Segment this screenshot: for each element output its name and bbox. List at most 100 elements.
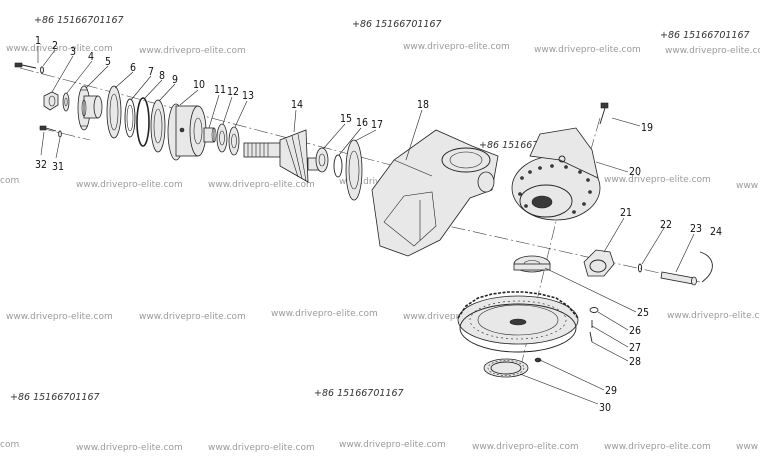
- phone-watermark: +86 15166701167: [34, 15, 124, 26]
- callout-29: 29: [605, 385, 617, 397]
- part-12-bearing: [216, 123, 228, 153]
- callout-17: 17: [371, 119, 383, 131]
- callout-6: 6: [130, 62, 136, 74]
- callout-5: 5: [105, 56, 111, 68]
- callout-numbers: 1 2 3 4 5 6 7 8 9 10 11 12 13 14 15 16 1…: [35, 35, 722, 414]
- callout-31: 31: [52, 161, 64, 173]
- callout-24: 24: [710, 226, 722, 238]
- site-watermark: www.drivepro-elite.com: [6, 312, 113, 322]
- part-9-seal: [150, 99, 166, 153]
- callout-9: 9: [172, 74, 178, 86]
- leader-lines: [37, 46, 695, 405]
- site-watermark: www.drivepro-elite.com: [665, 46, 760, 56]
- callout-30: 30: [599, 402, 611, 414]
- callout-32: 32: [35, 159, 47, 171]
- part-16-snap-ring: [333, 154, 343, 178]
- callout-4: 4: [88, 51, 94, 63]
- site-watermark: www.drivepro-elite.com: [208, 180, 315, 190]
- part-28-pin: [589, 331, 593, 343]
- part-1-bolt: [14, 62, 37, 69]
- site-watermark: www.drivepro-elite.com: [604, 442, 711, 452]
- site-watermark: www.drivepro-elite.com: [139, 46, 246, 56]
- site-watermark: www.drivepro-elite.com: [139, 312, 246, 322]
- part-3-nut: [43, 91, 59, 111]
- pinion-axis-line: [19, 67, 411, 171]
- part-23-cross-shaft: [660, 271, 697, 286]
- part-31-washer: [58, 130, 62, 138]
- callout-18: 18: [417, 99, 429, 111]
- callout-23: 23: [690, 223, 702, 235]
- site-watermark: www.drivepro-elite.com: [472, 442, 579, 452]
- callout-16: 16: [356, 117, 368, 129]
- site-watermark: www.drivepro-elite.com: [76, 443, 183, 453]
- site-watermark: www.drivepro-elite.com: [208, 443, 315, 453]
- part-11-spacer: [203, 127, 217, 143]
- part-8-o-ring: [136, 97, 150, 147]
- callout-26: 26: [629, 325, 641, 337]
- callout-27: 27: [629, 342, 641, 354]
- part-20-differential-case: [511, 127, 601, 221]
- site-watermark: www.drivepro-elite.com: [271, 309, 378, 319]
- callout-12: 12: [227, 86, 239, 98]
- part-21-case-half: [583, 249, 615, 277]
- callout-11: 11: [214, 84, 226, 96]
- part-4-washer: [62, 92, 70, 112]
- callout-28: 28: [629, 356, 641, 368]
- callout-8: 8: [159, 70, 165, 82]
- part-19-bolt: [599, 102, 609, 125]
- site-watermark: www.drivepro-elite.com: [6, 44, 113, 54]
- part-5-flange: [77, 85, 103, 131]
- callout-13: 13: [242, 90, 254, 102]
- site-watermark: com: [0, 440, 20, 450]
- phone-watermark: +86 15166701167: [10, 392, 100, 403]
- part-10-bearing-cage: [167, 103, 207, 161]
- callout-21: 21: [620, 207, 632, 219]
- callout-1: 1: [35, 35, 41, 47]
- callout-19: 19: [641, 122, 653, 134]
- phone-watermark: +86 15166701167: [352, 19, 442, 30]
- site-watermark: www.drivepro-elite.com: [339, 440, 446, 450]
- part-6-dust-seal: [106, 85, 122, 139]
- phone-watermark: +86 15166701167: [660, 30, 750, 41]
- site-watermark: www.drivepro-elite.com: [534, 45, 641, 55]
- phone-watermark: +86 15166701167: [314, 388, 404, 399]
- site-watermark: www.drivepro-elite.com: [76, 180, 183, 190]
- bolt-axis-line: [39, 127, 91, 141]
- part-18-axle-housing: [371, 129, 499, 257]
- site-watermark: www: [736, 181, 759, 191]
- part-26-washer: [589, 307, 599, 313]
- callout-10: 10: [193, 79, 205, 91]
- part-30-bearing: [483, 358, 529, 378]
- part-13-bearing: [228, 126, 240, 156]
- part-25-thrust-washer: [513, 255, 551, 273]
- site-watermark: www.drivepro-elite.com: [403, 42, 510, 52]
- callout-15: 15: [340, 113, 352, 125]
- part-14-drive-pinion: [243, 129, 323, 183]
- part-29-nut: [534, 357, 542, 363]
- callout-14: 14: [291, 99, 303, 111]
- callout-25: 25: [637, 307, 649, 319]
- callout-20: 20: [629, 166, 641, 178]
- differential-axis-line: [519, 204, 561, 371]
- part-32-bolt: [39, 125, 57, 132]
- cross-shaft-axis-line: [429, 221, 701, 283]
- callout-3: 3: [70, 46, 76, 58]
- part-24-lock-pin: [699, 251, 713, 283]
- part-7-oil-seal: [124, 98, 136, 138]
- site-watermark: com: [0, 176, 20, 186]
- site-watermark: www: [736, 442, 759, 452]
- part-17-shim: [345, 139, 363, 201]
- part-22-pin: [637, 263, 643, 273]
- site-watermark: www.drivepro-elite.com: [403, 312, 510, 322]
- phone-watermark: +86 15166701167: [479, 140, 569, 151]
- site-watermark: www.drivepro-elite.com: [667, 311, 760, 321]
- part-15-bearing: [315, 147, 329, 173]
- callout-22: 22: [660, 219, 672, 231]
- part-2-washer: [40, 66, 44, 74]
- site-watermark: www.drivepro-elite.com: [604, 175, 711, 185]
- part-ring-gear: [457, 291, 579, 353]
- callout-7: 7: [148, 66, 154, 78]
- callout-2: 2: [52, 40, 58, 52]
